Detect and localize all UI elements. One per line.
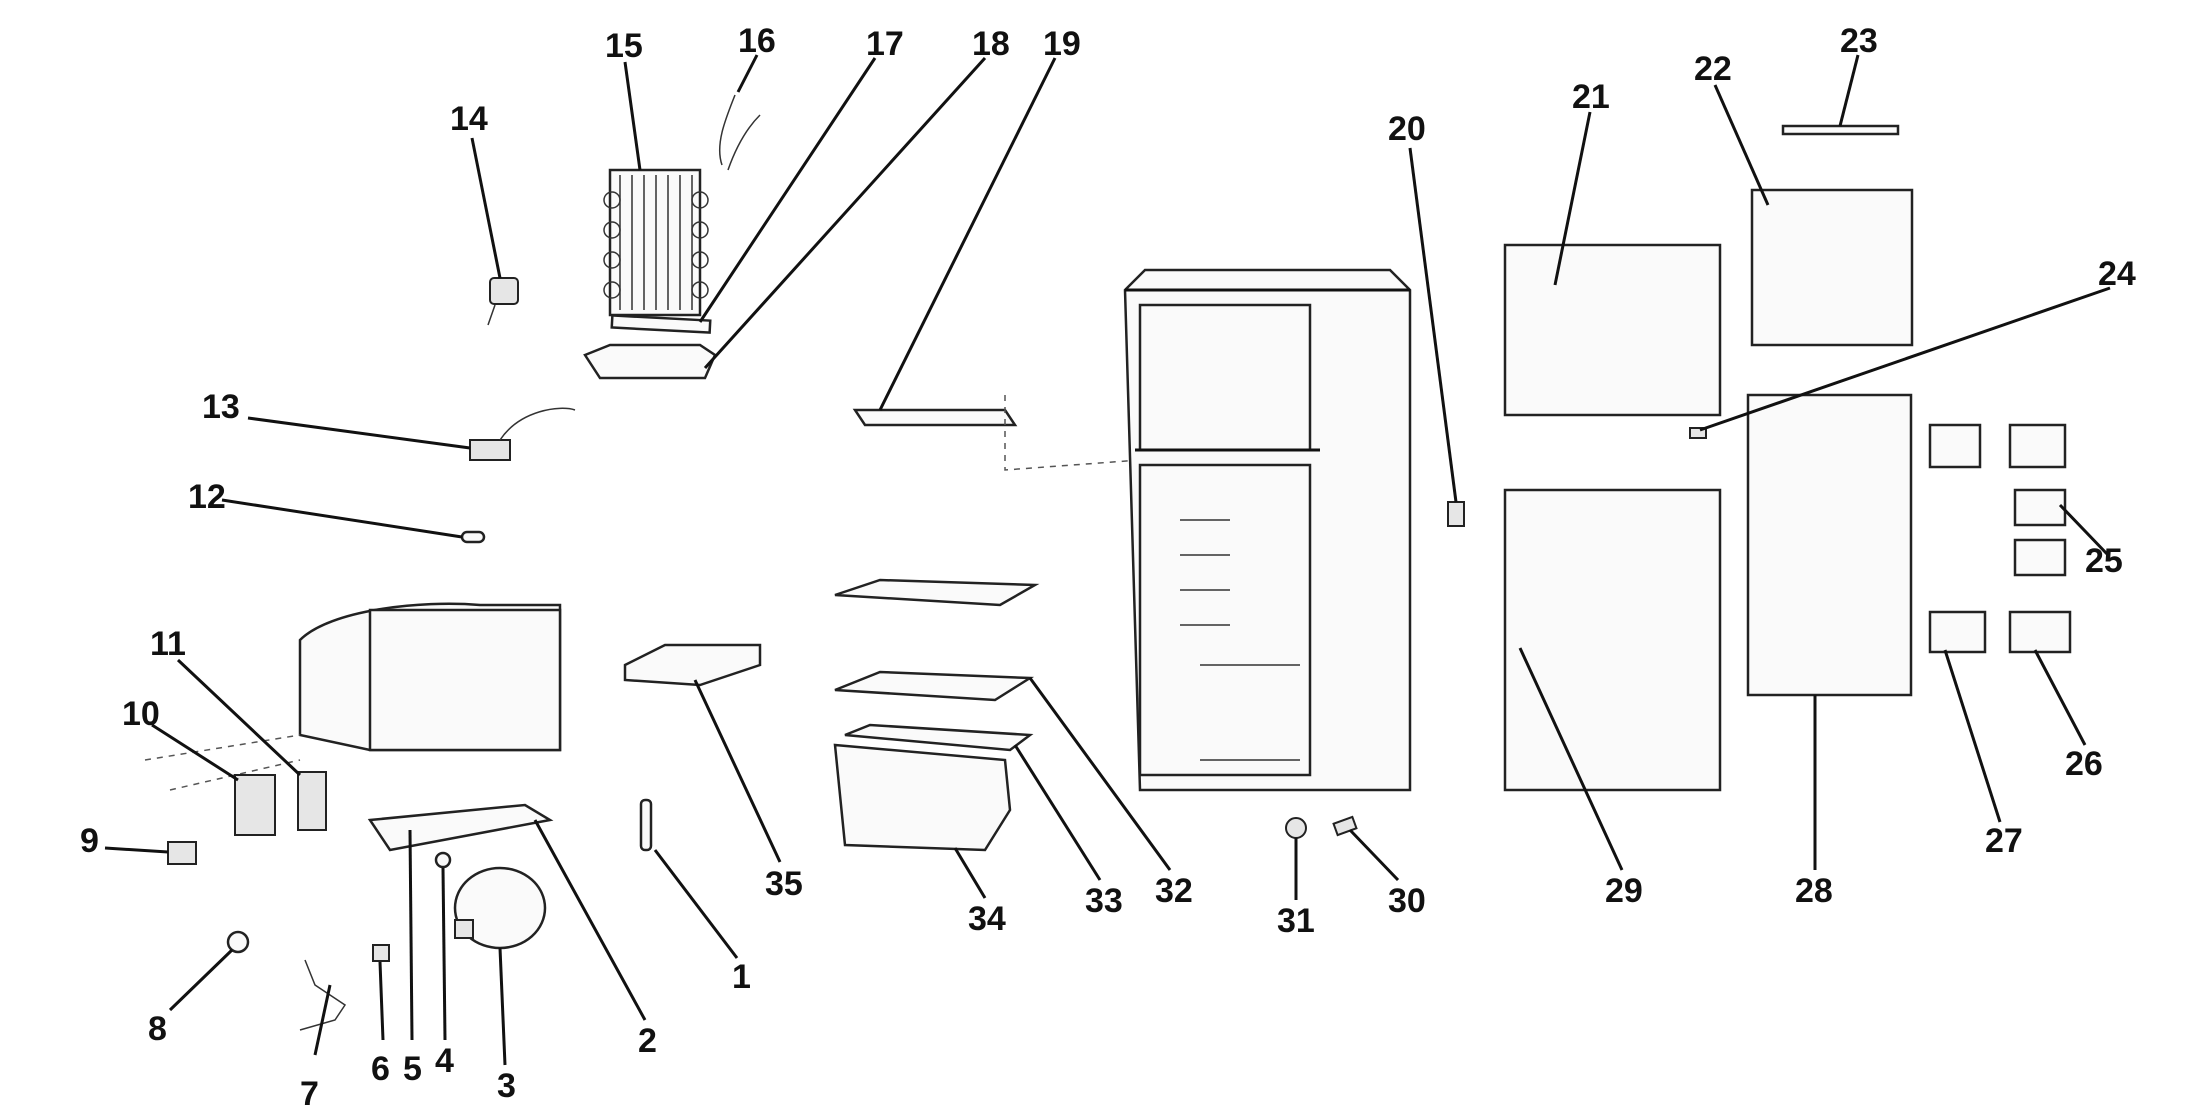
part-relay bbox=[487, 277, 519, 326]
leader-lines bbox=[104, 54, 2111, 1066]
part-compressor-compartment bbox=[144, 602, 562, 791]
callout-29: 29 bbox=[1605, 872, 1643, 910]
callout-30: 30 bbox=[1388, 882, 1426, 920]
part-hinge-center bbox=[1447, 501, 1465, 527]
callout-labels: 1 2 3 4 5 6 7 8 9 10 11 12 13 14 15 16 1… bbox=[80, 22, 2136, 1113]
part-switch bbox=[167, 841, 197, 865]
callout-25: 25 bbox=[2085, 542, 2123, 580]
callout-26: 26 bbox=[2065, 745, 2103, 783]
callout-11: 11 bbox=[150, 625, 186, 663]
callout-2: 2 bbox=[638, 1022, 657, 1060]
part-trim bbox=[1781, 124, 1900, 136]
part-lamp bbox=[460, 530, 486, 544]
part-6 bbox=[372, 944, 390, 962]
part-cover-11 bbox=[297, 771, 327, 831]
callout-22: 22 bbox=[1694, 50, 1732, 88]
callout-3: 3 bbox=[497, 1067, 516, 1105]
part-cover-10 bbox=[234, 774, 276, 836]
part-rod bbox=[639, 798, 653, 852]
callout-5: 5 bbox=[403, 1050, 422, 1088]
part-compressor bbox=[453, 866, 547, 950]
part-leveling-foot bbox=[1285, 817, 1307, 839]
callout-21: 21 bbox=[1572, 78, 1610, 116]
part-fridge-door bbox=[1503, 488, 1722, 792]
part-drain-pan bbox=[583, 343, 717, 380]
part-freezer-door bbox=[1503, 243, 1722, 417]
part-drain-tube bbox=[610, 314, 712, 334]
part-door-bins bbox=[1928, 423, 2072, 654]
part-hinge-pin bbox=[1689, 427, 1707, 439]
callout-35: 35 bbox=[765, 865, 803, 903]
callout-12: 12 bbox=[188, 478, 226, 516]
part-grommet bbox=[226, 930, 250, 954]
part-hinge-bottom bbox=[1332, 815, 1358, 837]
callout-8: 8 bbox=[148, 1010, 167, 1048]
callout-28: 28 bbox=[1795, 872, 1833, 910]
part-glass-shelf-upper bbox=[834, 578, 1040, 607]
callout-1: 1 bbox=[732, 958, 751, 996]
part-freezer-shelf bbox=[852, 395, 1141, 471]
part-crisper-drawer bbox=[833, 723, 1034, 852]
part-4 bbox=[434, 851, 452, 869]
callout-24: 24 bbox=[2098, 255, 2136, 293]
callout-13: 13 bbox=[202, 388, 240, 426]
part-freezer-gasket bbox=[1750, 188, 1914, 347]
callout-17: 17 bbox=[866, 25, 904, 63]
callout-31: 31 bbox=[1277, 902, 1315, 940]
part-capillary-tube bbox=[718, 94, 761, 171]
part-cabinet bbox=[1123, 268, 1412, 792]
part-ice-tray bbox=[623, 643, 762, 687]
callout-34: 34 bbox=[968, 900, 1006, 938]
callout-33: 33 bbox=[1085, 882, 1123, 920]
callout-16: 16 bbox=[738, 22, 776, 60]
callout-23: 23 bbox=[1840, 22, 1878, 60]
part-condenser bbox=[603, 168, 709, 317]
callout-6: 6 bbox=[371, 1050, 390, 1088]
part-base-plate bbox=[367, 803, 554, 852]
callout-4: 4 bbox=[435, 1042, 454, 1080]
callout-7: 7 bbox=[300, 1075, 319, 1113]
callout-32: 32 bbox=[1155, 872, 1193, 910]
callout-9: 9 bbox=[80, 822, 99, 860]
callout-18: 18 bbox=[972, 25, 1010, 63]
part-thermostat bbox=[469, 407, 576, 461]
part-glass-shelf-lower bbox=[834, 670, 1035, 702]
callout-19: 19 bbox=[1043, 25, 1081, 63]
callout-15: 15 bbox=[605, 27, 643, 65]
part-fridge-gasket bbox=[1746, 393, 1913, 697]
callout-27: 27 bbox=[1985, 822, 2023, 860]
callout-14: 14 bbox=[450, 100, 488, 138]
callout-10: 10 bbox=[122, 695, 160, 733]
callout-20: 20 bbox=[1388, 110, 1426, 148]
part-power-cord bbox=[299, 959, 347, 1031]
